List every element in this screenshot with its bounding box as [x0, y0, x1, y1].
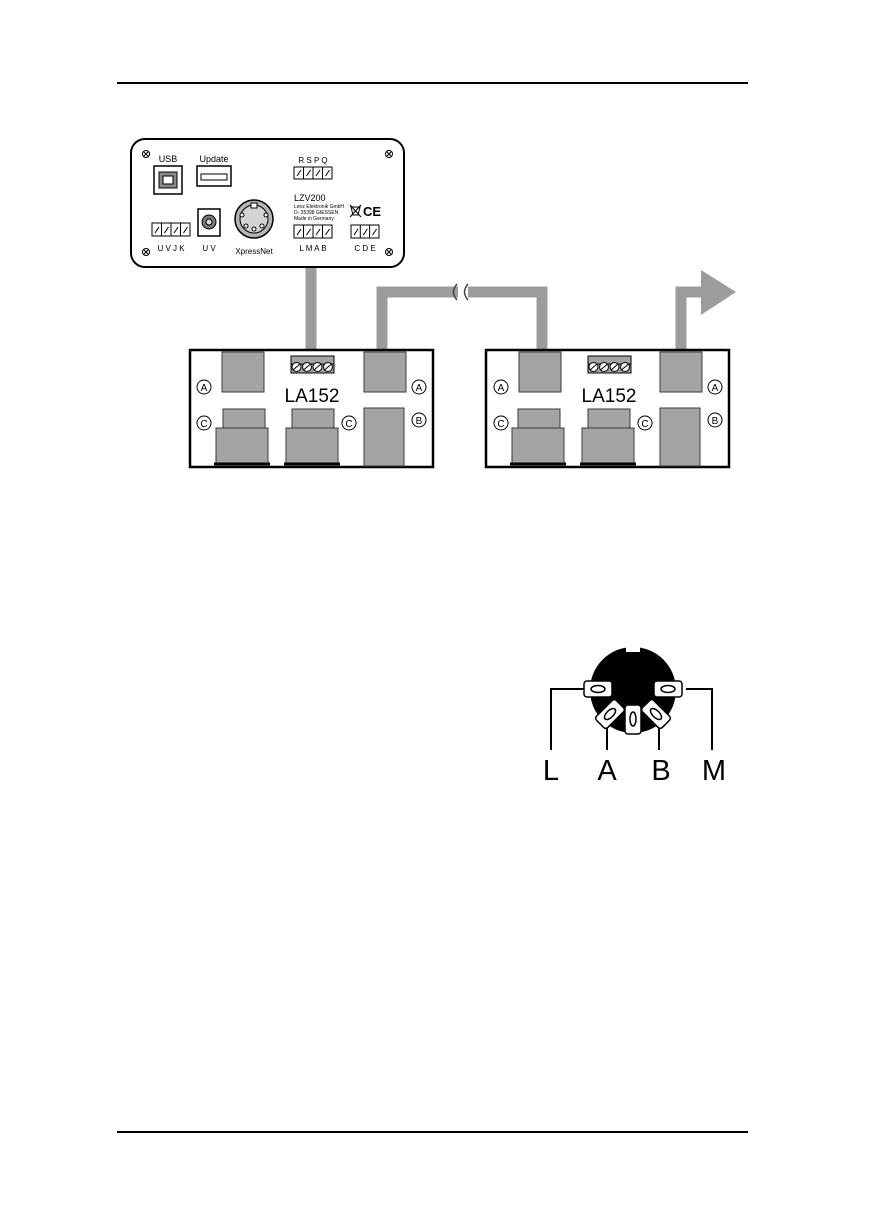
screw-icon — [143, 151, 150, 158]
pin-tab-l — [584, 681, 612, 697]
socket-a-left — [222, 352, 264, 392]
port-a-left-label: A — [498, 383, 505, 394]
weee-bin-icon — [350, 205, 361, 217]
port-c-right-label: C — [641, 419, 648, 430]
usb-port-icon — [154, 166, 182, 194]
port-c-left-label: C — [497, 419, 504, 430]
pin-label-m: M — [702, 755, 726, 787]
port-c-left-label: C — [200, 419, 207, 430]
lead-l — [551, 689, 584, 750]
pin-tab-center — [625, 705, 641, 734]
top-terminal-label: R S P Q — [298, 156, 327, 165]
central-unit-panel: USB Update R S P Q LZV200 Lenz Elektroni… — [131, 139, 404, 267]
update-port-icon — [197, 166, 231, 186]
screw-terminal-block — [291, 356, 334, 373]
din-plug-pinout: L A B M — [543, 644, 726, 787]
right-terminal-label: C D E — [354, 244, 375, 253]
adapter-model: LA152 — [582, 386, 637, 407]
power-label: U V — [202, 244, 216, 253]
socket-c-right — [284, 409, 340, 464]
screw-icon — [386, 151, 393, 158]
port-b-label: B — [712, 416, 719, 427]
model-label: LZV200 — [294, 193, 326, 203]
screw-icon — [143, 249, 150, 256]
left-terminal-block — [152, 223, 190, 236]
top-terminal-block — [294, 167, 332, 179]
socket-c-left — [510, 409, 566, 464]
socket-a-left — [519, 352, 561, 392]
ce-mark: CE — [363, 204, 381, 219]
adapter-model: LA152 — [285, 386, 340, 407]
port-c-right-label: C — [345, 419, 352, 430]
continue-arrow-icon — [701, 270, 736, 315]
screw-icon — [386, 249, 393, 256]
cable-adapter1-out — [382, 292, 458, 352]
adapter-la152-1: LA152 A A C C B — [190, 350, 433, 467]
pin-label-a: A — [597, 755, 617, 787]
screw-terminal-block — [588, 356, 631, 373]
maker-line3: Made in Germany — [294, 216, 334, 222]
left-terminal-label: U V J K — [157, 244, 185, 253]
power-jack-icon — [198, 209, 220, 236]
socket-c-right — [580, 409, 636, 464]
adapter-la152-2: LA152 A A C C B — [486, 350, 729, 467]
usb-label: USB — [159, 154, 178, 164]
update-label: Update — [199, 154, 228, 164]
port-b-label: B — [416, 416, 423, 427]
port-a-left-label: A — [201, 383, 208, 394]
xpressnet-din-socket-icon — [235, 200, 273, 238]
cables — [311, 265, 736, 362]
din-key-notch — [626, 644, 640, 652]
socket-b — [364, 408, 404, 466]
port-a-right-label: A — [712, 383, 719, 394]
bus-terminal-label: L M A B — [299, 244, 326, 253]
port-a-right-label: A — [416, 383, 423, 394]
cable-break-mark — [465, 284, 469, 300]
pin-tab-m — [654, 681, 682, 697]
bus-terminal-block — [294, 225, 332, 238]
pin-label-l: L — [543, 755, 559, 787]
xpressnet-label: XpressNet — [235, 247, 273, 256]
cable-adapter2-in — [468, 292, 542, 352]
lead-m — [686, 689, 712, 750]
right-terminal-block — [351, 225, 379, 238]
socket-b — [660, 408, 700, 466]
socket-a-right — [364, 352, 406, 392]
socket-a-right — [660, 352, 702, 392]
pin-label-b: B — [651, 755, 670, 787]
